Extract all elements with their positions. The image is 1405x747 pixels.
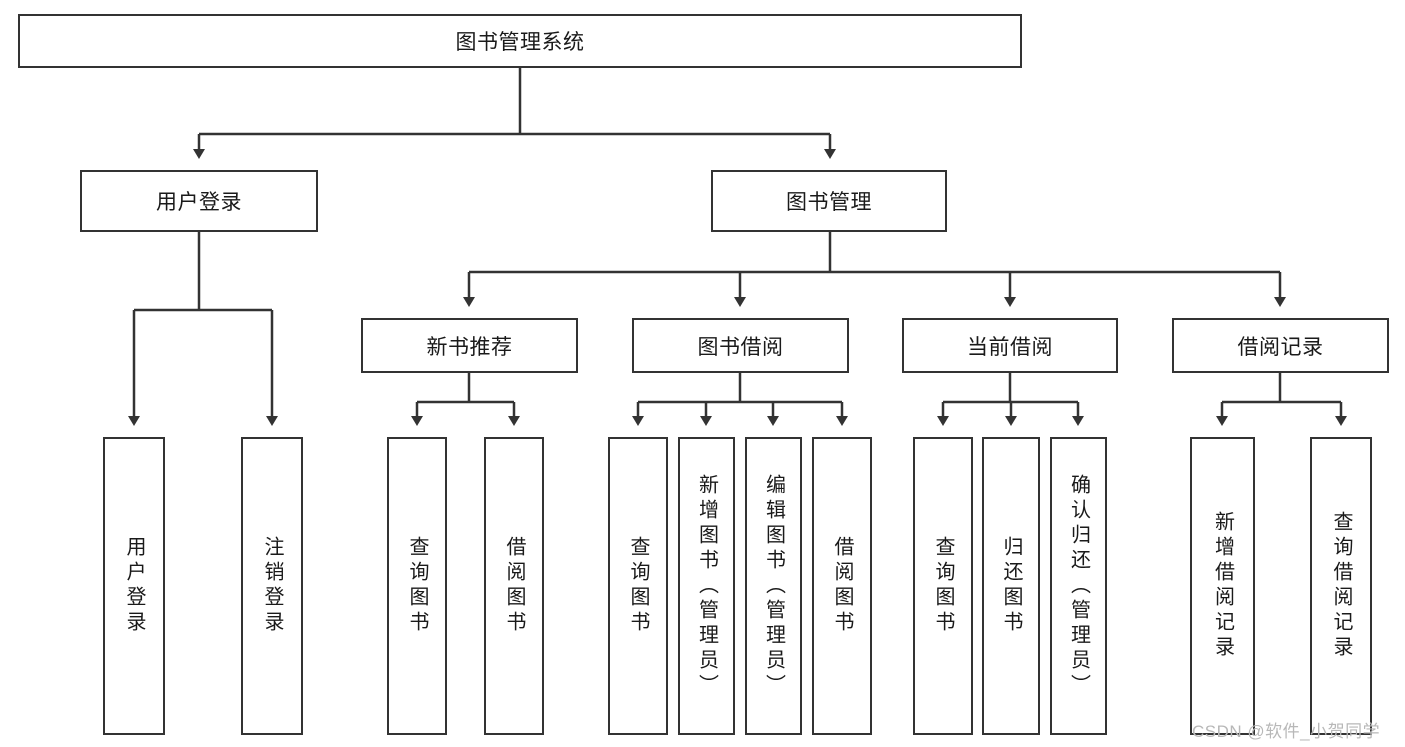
node-leaf-query-book-2[interactable]: 查询图书: [608, 437, 668, 735]
node-leaf-edit-book-admin-label: 编辑图书（管理员）: [762, 473, 785, 699]
node-current-borrow[interactable]: 当前借阅: [902, 318, 1118, 373]
node-leaf-borrow-book-1-label: 借阅图书: [503, 536, 525, 636]
node-leaf-confirm-return-admin[interactable]: 确认归还（管理员）: [1050, 437, 1107, 735]
node-leaf-return-book-label: 归还图书: [1000, 536, 1022, 636]
node-leaf-query-borrow-record[interactable]: 查询借阅记录: [1310, 437, 1372, 735]
node-leaf-add-book-admin-label: 新增图书（管理员）: [695, 473, 718, 699]
node-book-borrow-label: 图书借阅: [697, 335, 784, 359]
node-leaf-query-book-3[interactable]: 查询图书: [913, 437, 973, 735]
node-new-book-recommend-label: 新书推荐: [426, 335, 513, 359]
node-leaf-return-book[interactable]: 归还图书: [982, 437, 1040, 735]
node-leaf-query-book-1-label: 查询图书: [406, 536, 428, 636]
node-book-manage[interactable]: 图书管理: [711, 170, 947, 232]
node-leaf-borrow-book-2[interactable]: 借阅图书: [812, 437, 872, 735]
node-leaf-user-login-label: 用户登录: [123, 536, 145, 636]
node-leaf-logout-label: 注销登录: [261, 536, 283, 636]
node-leaf-query-book-2-label: 查询图书: [627, 536, 649, 636]
node-leaf-edit-book-admin[interactable]: 编辑图书（管理员）: [745, 437, 802, 735]
csdn-watermark: CSDN @软件_小贺同学: [1192, 722, 1381, 741]
node-root-title[interactable]: 图书管理系统: [18, 14, 1022, 68]
node-leaf-user-login[interactable]: 用户登录: [103, 437, 165, 735]
node-leaf-borrow-book-2-label: 借阅图书: [831, 536, 853, 636]
node-user-login[interactable]: 用户登录: [80, 170, 318, 232]
node-leaf-borrow-book-1[interactable]: 借阅图书: [484, 437, 544, 735]
node-leaf-confirm-return-admin-label: 确认归还（管理员）: [1067, 473, 1090, 699]
node-book-manage-label: 图书管理: [786, 191, 872, 214]
node-root-title-label: 图书管理系统: [455, 31, 585, 54]
node-leaf-add-borrow-record[interactable]: 新增借阅记录: [1190, 437, 1255, 735]
node-current-borrow-label: 当前借阅: [967, 335, 1053, 359]
node-new-book-recommend[interactable]: 新书推荐: [361, 318, 578, 373]
node-leaf-add-borrow-record-label: 新增借阅记录: [1211, 511, 1234, 661]
node-borrow-record[interactable]: 借阅记录: [1172, 318, 1389, 373]
node-borrow-record-label: 借阅记录: [1237, 335, 1324, 359]
node-leaf-logout[interactable]: 注销登录: [241, 437, 303, 735]
node-leaf-query-book-3-label: 查询图书: [932, 536, 954, 636]
node-leaf-query-book-1[interactable]: 查询图书: [387, 437, 447, 735]
node-book-borrow[interactable]: 图书借阅: [632, 318, 849, 373]
node-leaf-query-borrow-record-label: 查询借阅记录: [1330, 511, 1352, 661]
node-leaf-add-book-admin[interactable]: 新增图书（管理员）: [678, 437, 735, 735]
node-user-login-label: 用户登录: [156, 191, 242, 214]
